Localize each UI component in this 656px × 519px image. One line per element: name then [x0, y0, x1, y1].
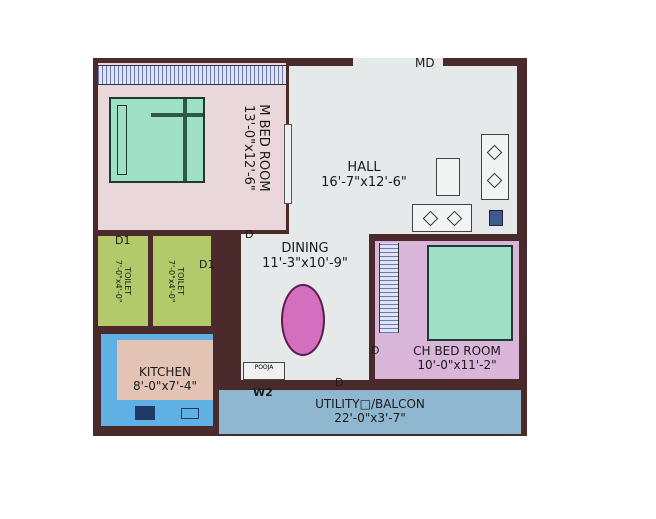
bed-icon: [427, 245, 513, 341]
door-label: D1: [115, 234, 131, 247]
tv-icon: [489, 210, 503, 226]
window: [379, 243, 399, 333]
bed-icon: [109, 97, 205, 183]
room-kitchen: KITCHEN 8'-0"x7'-4": [101, 334, 213, 426]
window-label: W2: [253, 386, 273, 399]
hall-label: HALL 16'-7"x12'-6": [321, 160, 407, 190]
master-bedroom-label: M BED ROOM 13'-0"x12'-6": [241, 104, 271, 192]
door-label: D1: [199, 258, 215, 271]
child-bedroom-label: CH BED ROOM 10'-0"x11'-2": [413, 344, 501, 372]
room-hall: HALL 16'-7"x12'-6": [284, 66, 517, 234]
kitchen-label: KITCHEN 8'-0"x7'-4": [133, 365, 197, 393]
pooja-unit: POOJA: [243, 362, 285, 380]
door-label: D: [335, 376, 344, 389]
room-toilet-1: TOILET 7'-0"x4'-0": [98, 236, 148, 326]
door-label: D: [371, 344, 380, 357]
tv-unit-icon: [284, 124, 292, 204]
room-master-bedroom: M BED ROOM 13'-0"x12'-6": [98, 63, 286, 230]
stove-icon: [135, 406, 155, 420]
room-toilet-2: TOILET 7'-0"x4'-0": [153, 236, 211, 326]
dining-label: DINING 11'-3"x10'-9": [262, 241, 348, 271]
utility-label: UTILITY□/BALCON 22'-0"x3'-7": [315, 397, 425, 425]
toilet-1-label: TOILET 7'-0"x4'-0": [114, 259, 133, 303]
room-child-bedroom: CH BED ROOM 10'-0"x11'-2": [375, 241, 519, 379]
toilet-2-label: TOILET 7'-0"x4'-0": [167, 259, 186, 303]
room-utility-balcony: UTILITY□/BALCON 22'-0"x3'-7": [219, 390, 521, 434]
floor-plan: M BED ROOM 13'-0"x12'-6" HALL 16'-7"x12'…: [93, 56, 527, 436]
window: [98, 65, 286, 85]
dining-table-icon: [281, 284, 325, 356]
coffee-table-icon: [436, 158, 460, 196]
main-door-label: MD: [415, 56, 435, 70]
sofa-icon: [412, 204, 472, 232]
sink-icon: [181, 408, 199, 419]
room-dining: DINING 11'-3"x10'-9" POOJA: [241, 234, 369, 380]
main-door: [353, 58, 443, 66]
door-label: D: [245, 228, 254, 241]
sofa-icon: [481, 134, 509, 200]
